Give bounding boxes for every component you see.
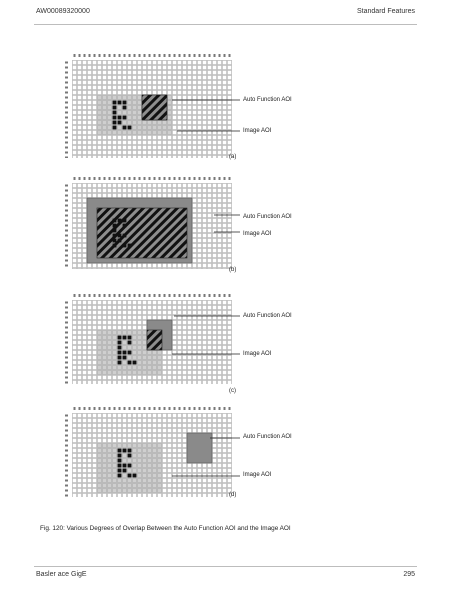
image-pixels	[112, 218, 132, 248]
figure-sublabel-a: (a)	[229, 154, 237, 160]
page-number: 295	[403, 571, 415, 578]
overlap-region	[141, 94, 168, 121]
auto-function-aoi-label-c: Auto Function AOI	[243, 313, 292, 319]
header-doc-id: AW00089320000	[36, 8, 90, 15]
pixel-grid-d	[65, 407, 240, 497]
image-pixels	[117, 448, 137, 478]
footer-product: Basler ace GigE	[36, 571, 87, 578]
figure-sublabel-b: (b)	[229, 267, 237, 273]
figure-d	[64, 405, 264, 497]
footer-rule	[34, 566, 417, 567]
auto-function-aoi-label-a: Auto Function AOI	[243, 97, 292, 103]
auto-function-aoi	[186, 432, 213, 464]
pixel-grid-c	[65, 294, 240, 384]
image-aoi-label-a: Image AOI	[243, 128, 272, 134]
figure-c	[64, 292, 264, 384]
image-aoi-label-b: Image AOI	[243, 231, 272, 237]
figure-b	[64, 175, 264, 269]
figure-caption: Fig. 120: Various Degrees of Overlap Bet…	[40, 525, 291, 532]
figure-a	[64, 52, 264, 158]
image-aoi-label-c: Image AOI	[243, 351, 272, 357]
overlap-region	[146, 329, 163, 351]
image-pixels	[117, 335, 137, 365]
image-pixels	[112, 100, 132, 130]
header-section-title: Standard Features	[357, 8, 415, 15]
pixel-grid-b	[65, 177, 240, 269]
header-rule	[34, 24, 417, 25]
figure-sublabel-d: (d)	[229, 492, 237, 498]
auto-function-aoi-label-d: Auto Function AOI	[243, 434, 292, 440]
auto-function-aoi-label-b: Auto Function AOI	[243, 214, 292, 220]
image-aoi-label-d: Image AOI	[243, 472, 272, 478]
figure-sublabel-c: (c)	[229, 388, 236, 394]
grid-cells	[72, 413, 232, 497]
overlap-region	[96, 207, 188, 259]
pixel-grid-a	[65, 54, 240, 158]
